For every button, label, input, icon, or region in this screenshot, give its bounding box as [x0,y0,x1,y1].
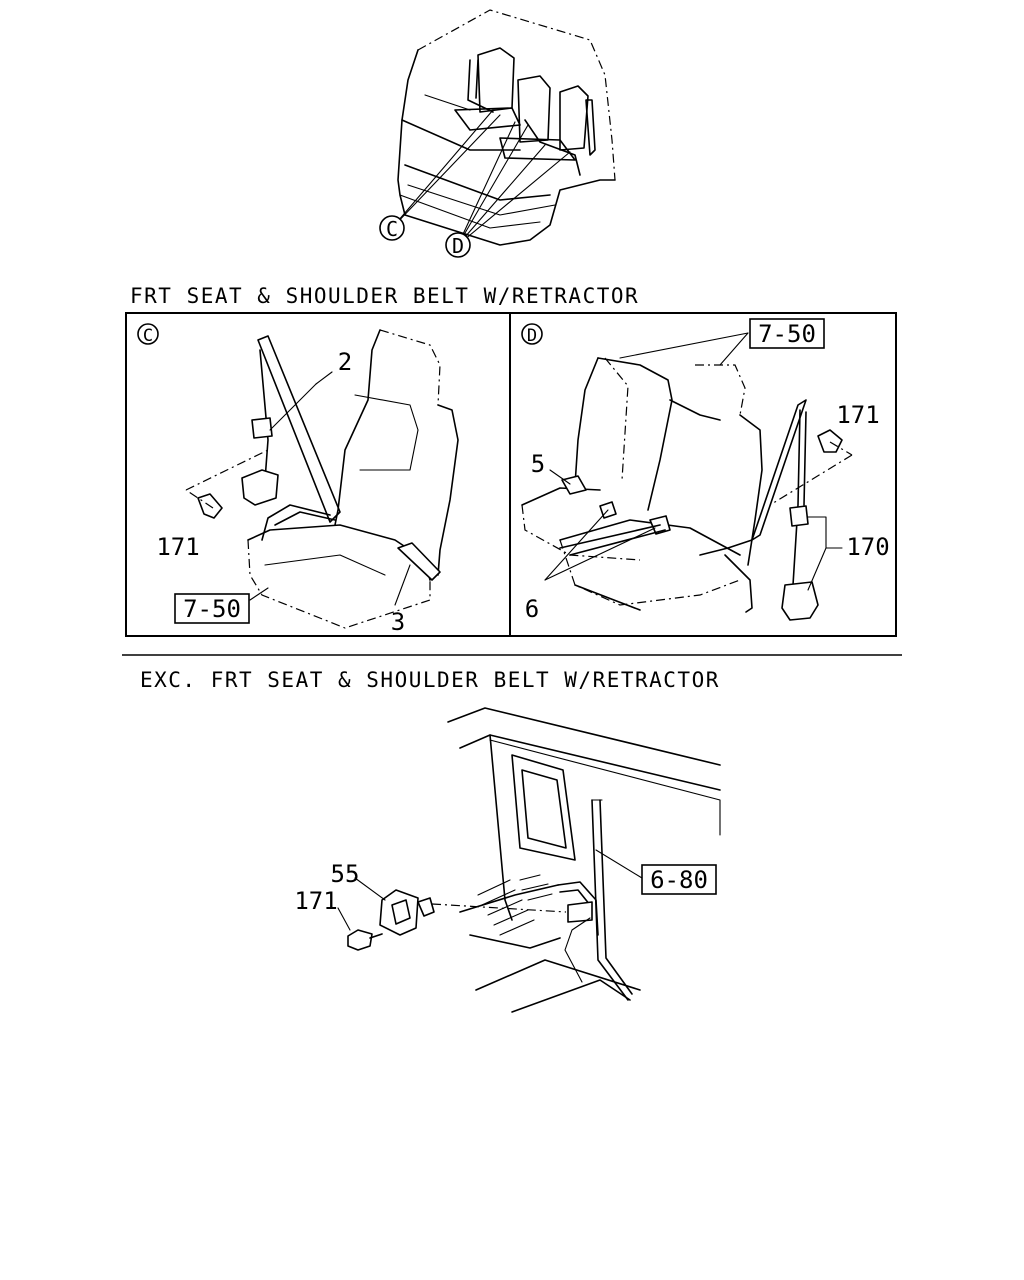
panel-c-marker: C [137,323,159,346]
panel-d-frame [509,312,897,637]
panel-d-ref-7-50[interactable]: 7-50 [749,318,825,349]
panel-c-label-part-171: 171 [156,533,199,561]
panel-c-label-part-2: 2 [338,348,352,376]
section2-label-part-171: 171 [294,887,337,915]
panel-c: C 2 171 3 7-50 [125,312,511,637]
panel-d-marker: D [521,323,543,346]
panel-d-ref-7-50-label: 7-50 [758,320,816,348]
section1-heading: FRT SEAT & SHOULDER BELT W/RETRACTOR [130,284,639,308]
section2-label-part-55: 55 [331,860,360,888]
panel-c-label-part-3: 3 [391,608,405,636]
panel-d-label-part-5: 5 [531,450,545,478]
callout-c-label: C [386,217,398,241]
panel-c-ref-7-50[interactable]: 7-50 [174,593,250,624]
section2-ref-6-80[interactable]: 6-80 [641,864,717,895]
panel-c-marker-label: C [143,326,153,346]
callout-d-label: D [452,234,464,258]
panel-c-ref-7-50-label: 7-50 [183,595,241,623]
panel-d-label-part-171: 171 [836,401,879,429]
panel-d: D [509,312,897,637]
panel-d-label-part-170: 170 [846,533,889,561]
callout-d-marker: D [445,232,471,258]
panel-c-frame [125,312,511,637]
section2-heading: EXC. FRT SEAT & SHOULDER BELT W/RETRACTO… [140,668,720,692]
cab-overview-drawing: C D [379,9,616,258]
panel-d-label-part-6: 6 [525,595,539,623]
callout-c-marker: C [379,215,405,241]
section2-ref-6-80-label: 6-80 [650,866,708,894]
rear-anchor-drawing: 55 171 6-80 [294,707,721,1013]
panel-d-marker-label: D [527,326,537,346]
